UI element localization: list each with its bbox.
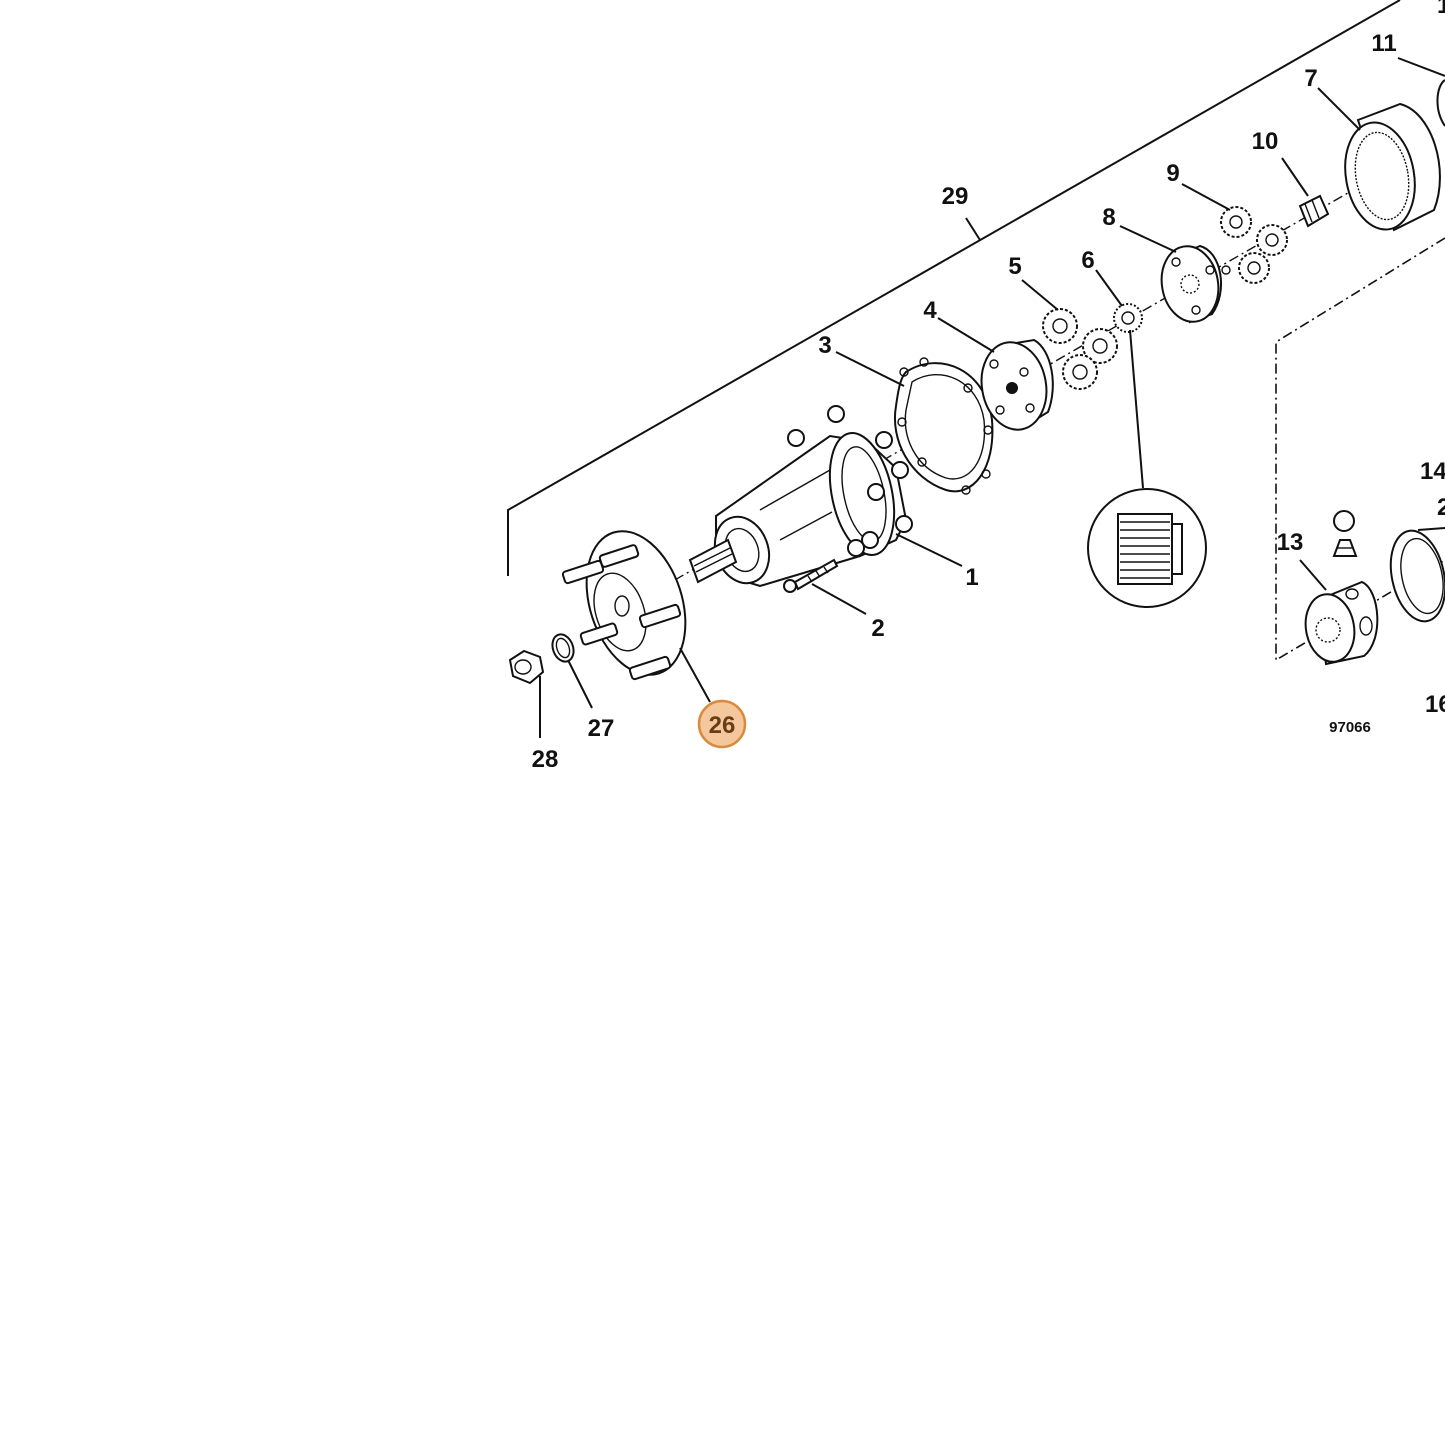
label-edge-1: 1 [1437, 0, 1445, 19]
highlight-marker-26 [697, 699, 747, 749]
ball-and-fitting [1332, 510, 1358, 557]
gear-housing-part [688, 405, 913, 588]
leader-lines [539, 57, 1445, 738]
label-2: 2 [871, 615, 884, 642]
planet-carrier-part [980, 338, 1054, 431]
assembly-bracket [507, 0, 1401, 576]
label-1: 1 [965, 564, 978, 591]
lug-nut-part [508, 649, 545, 685]
label-10: 10 [1252, 128, 1279, 155]
needle-bearing-part [1113, 303, 1143, 333]
label-6: 6 [1081, 247, 1094, 274]
washer-part [551, 633, 575, 663]
planet-gears-stage2 [1220, 206, 1288, 284]
label-4: 4 [923, 297, 937, 324]
second-carrier-part [1160, 244, 1231, 324]
figure-id: 97066 [1329, 719, 1371, 736]
housing-bolt-bosses [787, 405, 913, 557]
coupler-part [1304, 580, 1379, 666]
label-3: 3 [818, 332, 831, 359]
label-5: 5 [1008, 253, 1021, 280]
cover-part-edge [1436, 79, 1445, 127]
gasket-part [894, 357, 994, 495]
label-7: 7 [1304, 65, 1317, 92]
label-26: 26 [709, 712, 736, 739]
wheel-studs [561, 544, 682, 681]
part-labels: 28 27 26 1 2 3 4 5 6 8 9 10 7 11 29 13 1… [532, 0, 1445, 773]
label-13: 13 [1277, 529, 1304, 556]
label-27: 27 [588, 715, 615, 742]
label-28: 28 [532, 746, 559, 773]
label-16: 16 [1425, 691, 1445, 718]
label-14: 14 [1420, 458, 1445, 485]
label-11: 11 [1371, 30, 1396, 57]
label-9: 9 [1166, 160, 1179, 187]
bearing-needles [1120, 521, 1170, 579]
ring-gear-part [1344, 102, 1441, 232]
sun-gear-part [1298, 194, 1330, 228]
retaining-ring-part [1389, 527, 1445, 623]
wheel-hub-part [561, 530, 687, 681]
bolt-part [783, 558, 839, 593]
label-edge-2: 2 [1437, 494, 1445, 521]
bearing-detail-inset [1087, 329, 1207, 608]
gasket-holes [897, 357, 993, 495]
label-8: 8 [1102, 204, 1115, 231]
planet-gears-stage1 [1042, 308, 1118, 390]
label-29: 29 [942, 183, 969, 210]
